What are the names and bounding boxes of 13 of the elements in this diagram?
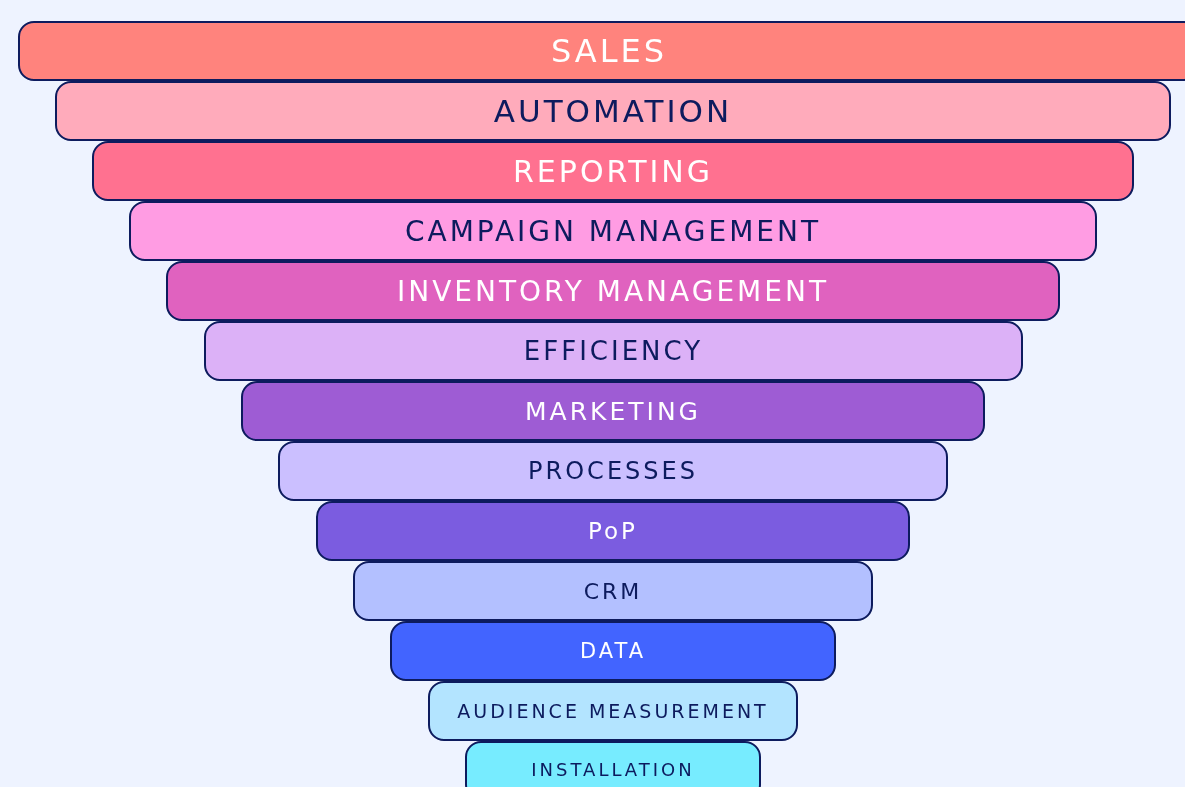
funnel-band: EFFICIENCY: [204, 321, 1023, 381]
funnel-band: DATA: [390, 621, 836, 681]
funnel-band: INSTALLATION: [465, 741, 761, 787]
funnel-band: PROCESSES: [278, 441, 948, 501]
funnel-band: SALES: [18, 21, 1185, 81]
funnel-band: CRM: [353, 561, 873, 621]
funnel-band: AUDIENCE MEASUREMENT: [428, 681, 798, 741]
funnel-band: AUTOMATION: [55, 81, 1171, 141]
funnel-band: MARKETING: [241, 381, 985, 441]
funnel-band: INVENTORY MANAGEMENT: [166, 261, 1060, 321]
funnel-band: PoP: [316, 501, 910, 561]
funnel-band: CAMPAIGN MANAGEMENT: [129, 201, 1097, 261]
funnel-band: REPORTING: [92, 141, 1134, 201]
